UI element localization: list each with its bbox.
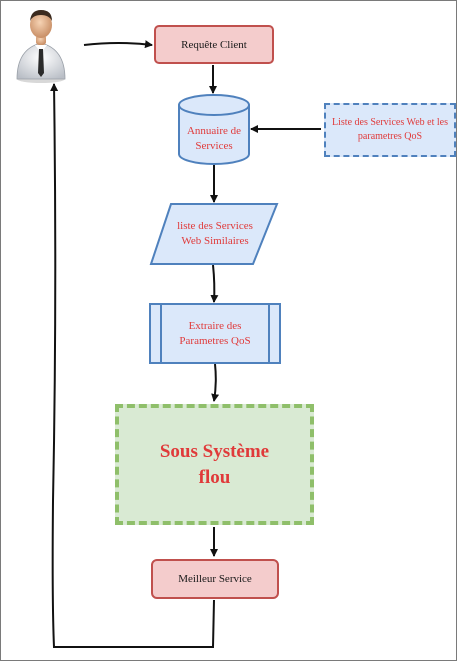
- client-request-label: Requête Client: [181, 38, 247, 51]
- external-services-list-label: Liste des Services Web et les parametres…: [332, 117, 448, 142]
- similar-services-label: liste des Services Web Similaires: [177, 220, 253, 247]
- client-request-box: Requête Client: [154, 25, 274, 64]
- arrow-similar-to-extract: [210, 264, 219, 303]
- fuzzy-subsystem-box: Sous Système flou: [115, 404, 314, 525]
- service-directory-cylinder: [178, 94, 250, 165]
- arrow-user-to-request: [83, 40, 153, 49]
- best-service-box: Meilleur Service: [151, 559, 279, 599]
- extract-qos-label: Extraire des Parametres QoS: [179, 320, 251, 347]
- best-service-label: Meilleur Service: [178, 573, 252, 585]
- arrow-feedback-to-user: [50, 83, 215, 648]
- external-services-list-box: Liste des Services Web et les parametres…: [324, 103, 456, 157]
- fuzzy-subsystem-label: Sous Système flou: [159, 440, 270, 488]
- service-directory-label: Annuaire de Services: [186, 125, 242, 152]
- arrow-extract-to-fuzzy: [211, 363, 220, 402]
- user-businessman-icon: [16, 10, 66, 83]
- extract-qos-process: [149, 303, 281, 364]
- similar-services-parallelogram: [149, 203, 279, 265]
